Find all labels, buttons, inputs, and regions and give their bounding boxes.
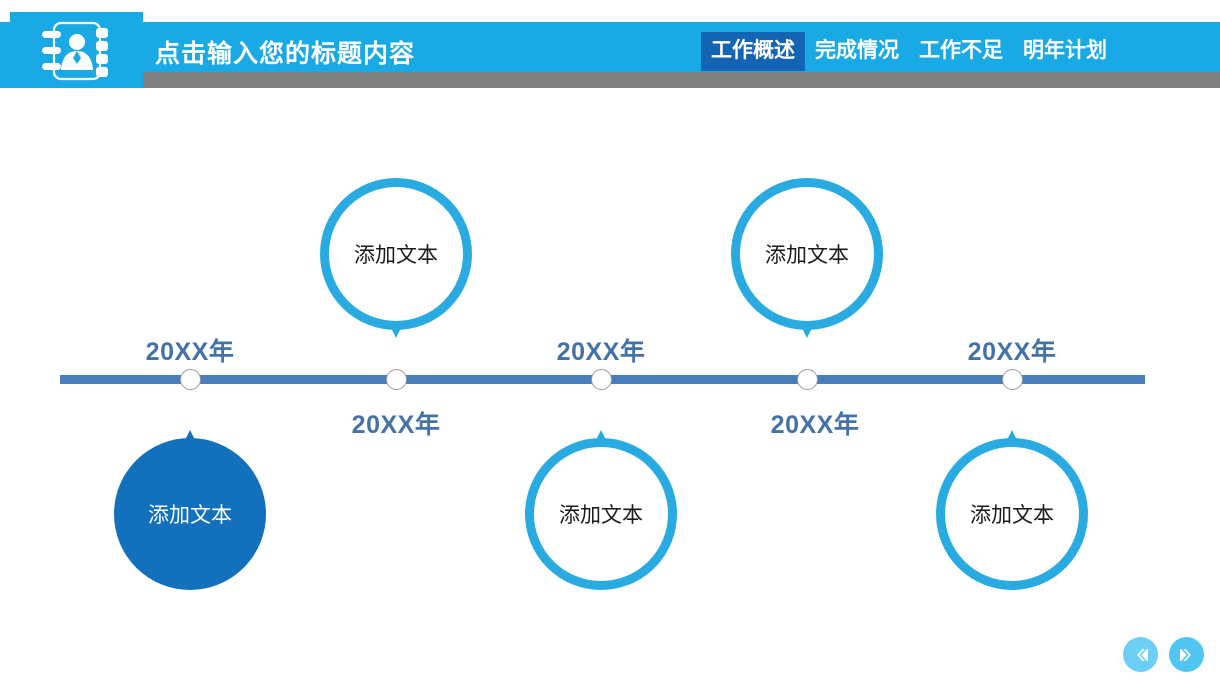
chevron-double-left-icon: [1136, 648, 1148, 661]
timeline-year-label: 20XX年: [556, 338, 646, 366]
pin-label: 添加文本: [970, 504, 1054, 527]
header-tabs: 工作概述 完成情况 工作不足 明年计划: [701, 32, 1117, 71]
timeline-pin[interactable]: 添加文本: [114, 430, 266, 590]
previous-slide-button[interactable]: [1123, 637, 1158, 672]
tab-completion-status[interactable]: 完成情况: [815, 39, 899, 62]
timeline-node-dot[interactable]: [590, 369, 612, 390]
timeline-pin[interactable]: 添加文本: [320, 178, 472, 338]
timeline-year-label: 20XX年: [967, 338, 1057, 366]
tab-work-shortcomings[interactable]: 工作不足: [919, 39, 1003, 62]
timeline-year-label: 20XX年: [351, 411, 441, 439]
pin-circle: [936, 438, 1088, 590]
pin-label: 添加文本: [354, 244, 438, 267]
header-shadow-bar: [143, 72, 1220, 88]
timeline-year-label: 20XX年: [770, 411, 860, 439]
contact-book-icon: [42, 21, 108, 81]
tab-work-overview[interactable]: 工作概述: [701, 32, 805, 71]
pin-circle: [114, 438, 266, 590]
slide-navigation: [1123, 637, 1204, 672]
timeline-node-dot[interactable]: [1001, 369, 1023, 390]
timeline-node-dot[interactable]: [796, 369, 818, 390]
logo-box: [10, 12, 143, 88]
timeline-node-dot[interactable]: [179, 369, 201, 390]
page-title: 点击输入您的标题内容: [155, 40, 416, 68]
chevron-double-right-icon: [1179, 648, 1191, 661]
pin-label: 添加文本: [559, 504, 643, 527]
timeline-pin[interactable]: 添加文本: [936, 430, 1088, 590]
timeline-pin[interactable]: 添加文本: [525, 430, 677, 590]
pin-circle: [525, 438, 677, 590]
pin-circle: [731, 178, 883, 330]
timeline-stage: 20XX年 添加文本 20XX年 添加文本 20XX年 添加文本 20XX年 添…: [0, 100, 1220, 640]
pin-circle: [320, 178, 472, 330]
timeline-pin[interactable]: 添加文本: [731, 178, 883, 338]
pin-label: 添加文本: [765, 244, 849, 267]
timeline-node-dot[interactable]: [385, 369, 407, 390]
timeline-year-label: 20XX年: [145, 338, 235, 366]
pin-label: 添加文本: [148, 504, 232, 527]
next-slide-button[interactable]: [1169, 637, 1204, 672]
tab-next-year-plan[interactable]: 明年计划: [1023, 39, 1107, 62]
